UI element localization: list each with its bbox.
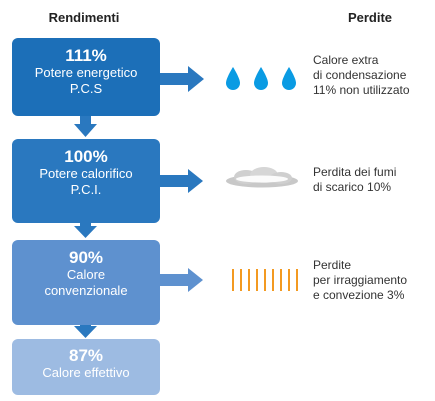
water-drop-3	[282, 67, 296, 90]
down-arrow-1	[74, 116, 97, 137]
energy-box-pci: 100% Potere calorifico P.C.I.	[12, 139, 160, 223]
box-label-line1: Potere calorifico	[39, 166, 133, 181]
right-arrow-2	[160, 169, 203, 193]
box-percent: 87%	[68, 346, 104, 365]
box-label-line1: Calore	[66, 267, 106, 282]
loss-line: per irraggiamento	[313, 273, 408, 287]
box-label-line1: Calore effettivo	[42, 365, 130, 380]
box-label-line2: P.C.I.	[70, 182, 102, 197]
energy-box-effective: 87% Calore effettivo	[12, 339, 160, 395]
loss-line: e convezione 3%	[313, 288, 405, 302]
loss-condensation-text: Calore extra di condensazione 11% non ut…	[313, 53, 410, 98]
water-drops-icon	[226, 67, 296, 90]
right-arrow-3	[160, 268, 203, 292]
loss-line: 11% non utilizzato	[313, 83, 410, 97]
down-arrow-3	[74, 325, 97, 338]
right-arrow-1	[160, 66, 204, 92]
loss-line: Perdita dei fumi	[313, 165, 397, 179]
box-percent: 111%	[65, 46, 107, 65]
loss-line: di condensazione	[313, 68, 407, 82]
energy-box-conventional: 90% Calore convenzionale	[12, 240, 160, 325]
box-label-line1: Potere energetico	[34, 65, 138, 80]
box-percent: 100%	[64, 147, 108, 166]
heat-radiation-icon	[232, 269, 298, 291]
loss-line: Perdite	[313, 258, 352, 272]
loss-flue-gas-text: Perdita dei fumi di scarico 10%	[313, 165, 396, 195]
loss-line: Calore extra	[313, 53, 379, 67]
box-percent: 90%	[68, 248, 104, 267]
energy-box-pcs: 111% Potere energetico P.C.S	[12, 38, 160, 116]
down-arrow-2	[74, 223, 97, 238]
yields-heading: Rendimenti	[48, 10, 120, 25]
box-label-line2: convenzionale	[44, 283, 128, 298]
water-drop-1	[226, 67, 240, 90]
box-label-line2: P.C.S	[69, 81, 103, 96]
water-drop-2	[254, 67, 268, 90]
losses-heading: Perdite	[347, 10, 393, 25]
loss-radiation-text: Perdite per irraggiamento e convezione 3…	[313, 258, 407, 303]
smoke-cloud-icon	[226, 167, 298, 188]
loss-line: di scarico 10%	[313, 180, 392, 194]
